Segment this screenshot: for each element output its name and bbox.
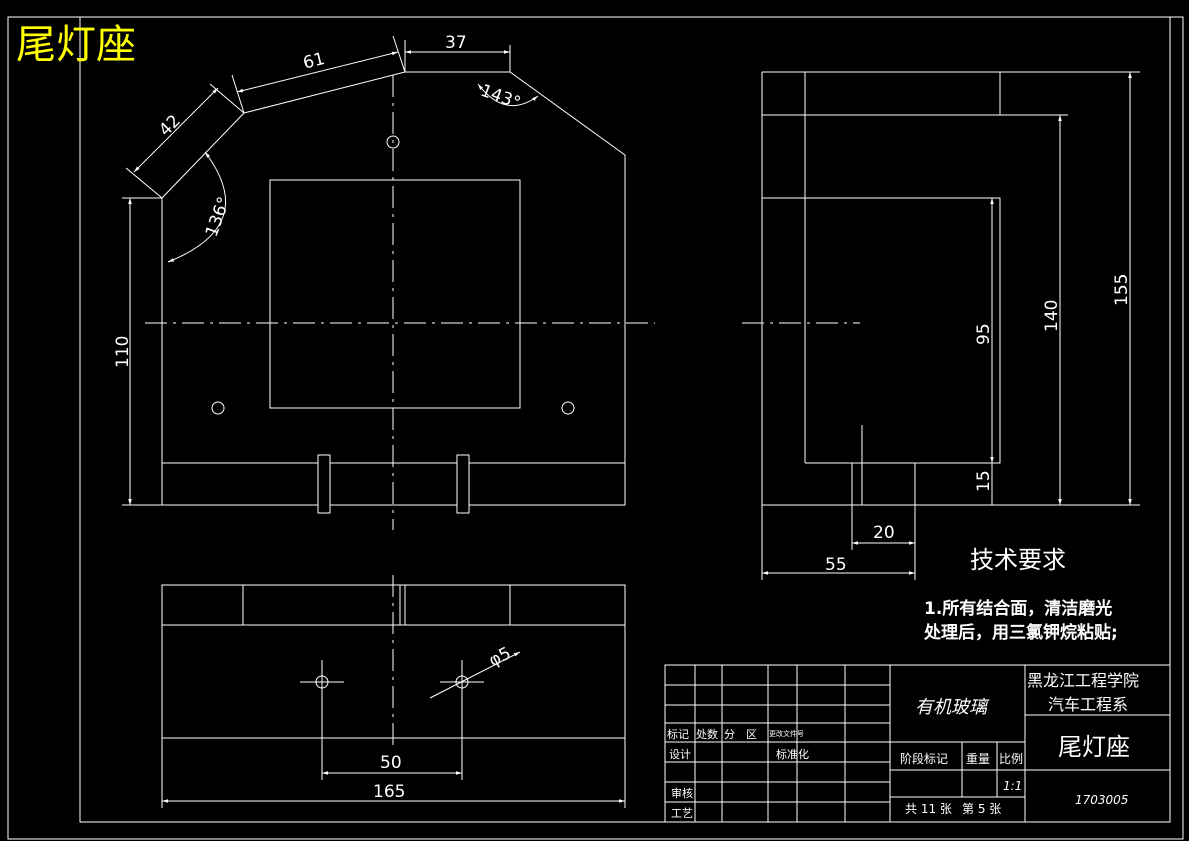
scale-label: 比例 [999,752,1023,766]
title-block-department: 汽车工程系 [1048,695,1128,714]
drawing-title: 尾灯座 [16,22,136,68]
rev-count-label: 处数 [696,728,718,741]
dim-155: 155 [1112,274,1132,306]
sheet-number: 第 5 张 [962,802,1001,816]
title-block-drawing-no: 1703005 [1075,793,1128,807]
outer-border [7,16,1184,840]
dim-37: 37 [445,33,467,53]
rev-zone-label: 分 区 [724,728,757,741]
standardize-label: 标准化 [776,747,809,761]
design-label: 设计 [669,748,691,761]
rev-doc-label: 更改文件号 [769,729,804,738]
title-block-material: 有机玻璃 [915,697,990,718]
dim-110: 110 [113,336,133,368]
front-slot-right [456,454,470,514]
side-view: 155 140 95 15 20 55 [742,71,1140,580]
title-block: 有机玻璃 黑龙江工程学院 汽车工程系 尾灯座 1703005 标记 处数 分 区… [664,664,1171,823]
inner-border [79,16,1171,823]
top-view: φ5 50 165 [161,575,626,808]
front-hole-left [211,401,225,415]
dim-50: 50 [380,753,402,773]
tech-req-heading: 技术要求 [970,546,1066,574]
front-hole-right [561,401,575,415]
process-label: 工艺 [671,807,693,820]
dim-42: 42 [155,111,184,140]
title-block-frame [664,664,1171,823]
title-block-part-name: 尾灯座 [1058,733,1130,761]
front-slot-left [317,454,331,514]
tech-req-line1: 1.所有结合面，清洁磨光 [924,598,1112,619]
sheet-total: 共 11 张 [905,802,952,816]
dim-20: 20 [873,523,895,543]
rev-mark-label: 标记 [667,727,689,741]
dim-55: 55 [825,555,847,575]
weight-label: 重量 [966,752,990,766]
title-block-school: 黑龙江工程学院 [1027,671,1139,690]
review-label: 审核 [671,786,693,800]
stage-mark-label: 阶段标记 [900,751,948,766]
dim-61: 61 [301,49,327,74]
side-outline [761,71,1001,506]
angle-136: 136° [202,194,235,239]
dim-95: 95 [974,323,994,345]
angle-143: 143° [478,81,523,114]
scale-value: 1:1 [1003,779,1022,793]
front-view: 61 37 42 143° 136° 110 [113,33,655,530]
dim-140: 140 [1042,300,1062,332]
dim-165: 165 [373,782,405,802]
front-window [269,179,521,409]
dim-15: 15 [974,470,994,492]
technical-requirements: 技术要求 1.所有结合面，清洁磨光 处理后，用三氯钾烷粘贴; [923,546,1118,643]
tech-req-line2: 处理后，用三氯钾烷粘贴; [923,622,1118,643]
front-hole-top [386,135,400,149]
